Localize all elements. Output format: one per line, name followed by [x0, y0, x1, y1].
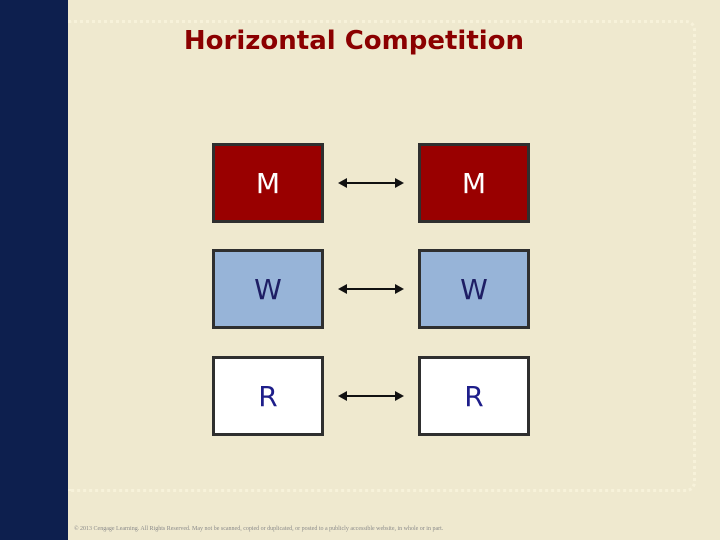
double-arrow-icon [338, 178, 404, 188]
content-frame [68, 20, 696, 492]
left-accent-bar [0, 0, 68, 540]
wholesaler-box-right: W [418, 249, 530, 329]
double-arrow-icon [338, 284, 404, 294]
manufacturer-box-right: M [418, 143, 530, 223]
wholesaler-box-left: W [212, 249, 324, 329]
retailer-box-left: R [212, 356, 324, 436]
copyright-footer: © 2013 Cengage Learning. All Rights Rese… [74, 526, 444, 532]
double-arrow-icon [338, 391, 404, 401]
manufacturer-box-left: M [212, 143, 324, 223]
slide-title: Horizontal Competition [183, 26, 525, 56]
retailer-box-right: R [418, 356, 530, 436]
